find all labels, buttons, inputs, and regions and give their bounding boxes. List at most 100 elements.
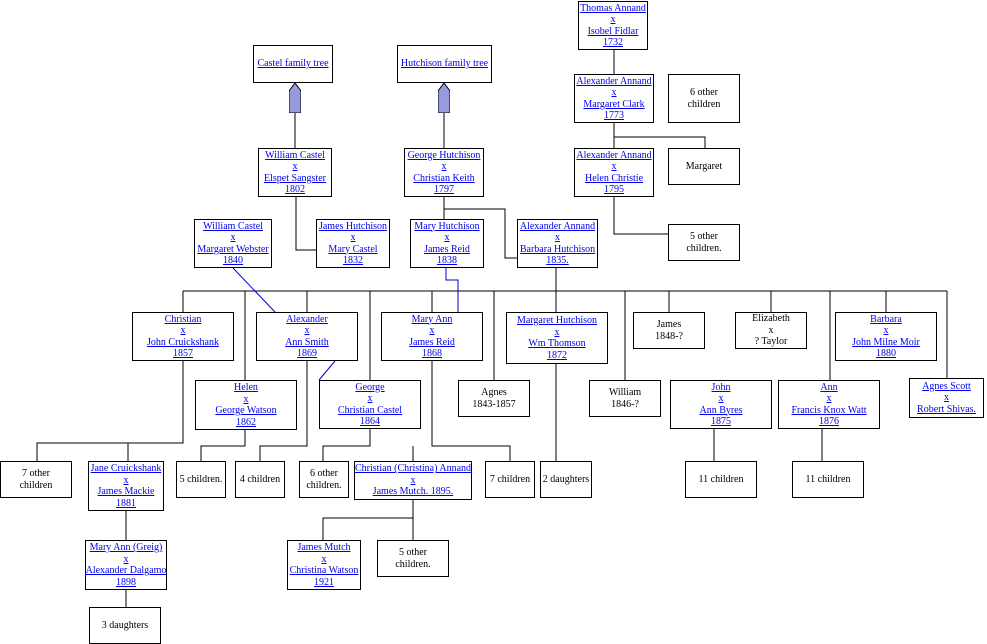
person-link-line[interactable]: Barbara Hutchison [519, 243, 596, 255]
person-link-line[interactable]: James Mutch [297, 542, 351, 553]
person-link-line[interactable]: x [410, 474, 416, 486]
person-link-line[interactable]: Margaret Webster [197, 243, 269, 255]
person-link-line[interactable]: Christian Castel [337, 404, 403, 416]
person-link-line[interactable]: Wm Thomson [528, 338, 586, 349]
person-link-line[interactable]: Christian (Christina) Annand [354, 463, 472, 475]
person-link-line[interactable]: x [123, 553, 129, 565]
person-link-line[interactable]: 1832 [343, 255, 363, 266]
person-link-line[interactable]: 1857 [173, 348, 193, 359]
person-link-line[interactable]: William Castel [265, 149, 325, 161]
person-link-line[interactable]: x [321, 553, 327, 565]
person-link-line[interactable]: Robert Shivas. [917, 403, 976, 415]
person-link-line[interactable]: 1869 [297, 348, 317, 359]
person-link-line[interactable]: Ann [820, 381, 838, 393]
person-link-line[interactable]: x [610, 14, 616, 25]
person-link-line[interactable]: Francis Knox Watt [791, 404, 867, 416]
person-link-line[interactable]: Alexander Annand [519, 220, 596, 232]
person-link-line[interactable]: 1898 [116, 576, 136, 588]
person-link-line[interactable]: x [230, 232, 236, 243]
person-link-line[interactable]: Mary Ann [411, 313, 453, 325]
person-link-line[interactable]: x [292, 161, 298, 172]
person-link-line[interactable]: James Hutchison [318, 220, 388, 232]
person-link-line[interactable]: John [711, 381, 731, 393]
person-link-line[interactable]: Ann Byres [699, 404, 743, 416]
person-link-line[interactable]: x [123, 474, 129, 486]
person-link-line[interactable]: John Milne Moir [852, 336, 920, 348]
person-box-castelTree[interactable]: Castel family tree [253, 45, 333, 83]
person-link-line[interactable]: George Hutchison [407, 149, 481, 161]
person-link-line[interactable]: 1868 [422, 348, 442, 359]
person-link-line[interactable]: x [554, 326, 560, 338]
person-link-line[interactable]: Christian [164, 313, 202, 325]
person-link-line[interactable]: 1795 [604, 184, 624, 195]
person-link-line[interactable]: 1773 [604, 110, 624, 121]
person-link-line[interactable]: Mary Castel [328, 243, 378, 255]
person-link-line[interactable]: Jane Cruickshank [90, 463, 162, 474]
person-link-line[interactable]: x [555, 232, 560, 243]
person-link-line[interactable]: x [826, 393, 832, 404]
person-link-line[interactable]: Barbara [870, 313, 902, 325]
person-box-hutchisonTree[interactable]: Hutchison family tree [397, 45, 492, 83]
person-link-line[interactable]: Alexander Dalgamo [85, 565, 167, 576]
person-link-line[interactable]: Helen Christie [584, 172, 644, 184]
person-link-line[interactable]: 1875 [711, 416, 731, 427]
person-link-line[interactable]: 1921 [314, 576, 334, 588]
person-link-line[interactable]: Elspet Sangster [264, 172, 326, 184]
person-link-line[interactable]: 1864 [360, 416, 380, 427]
person-link-line[interactable]: x [718, 393, 724, 404]
person-link-line[interactable]: x [944, 392, 949, 404]
person-link-line[interactable]: Isobel Fidlar [587, 25, 639, 37]
person-link-line[interactable]: x [611, 161, 617, 172]
person-link-line[interactable]: Helen [234, 382, 258, 393]
person-link-line[interactable]: Alexander Annand [576, 75, 652, 87]
person-link-line[interactable]: James Mackie [97, 486, 155, 497]
person-link-line[interactable]: 1838 [437, 255, 457, 266]
person-link-line[interactable]: Alexander Annand [576, 149, 652, 161]
person-link-line[interactable]: 1872 [547, 349, 567, 361]
person-link-line[interactable]: x [444, 232, 450, 243]
person-link-line[interactable]: Castel family tree [257, 58, 329, 70]
person-link-line[interactable]: Christina Watson [289, 565, 359, 576]
person-link-line[interactable]: George [355, 381, 385, 393]
person-link-line[interactable]: x [304, 325, 310, 336]
person-link-line[interactable]: Mary Ann (Greig) [89, 542, 163, 553]
person-link-line[interactable]: William Castel [203, 220, 263, 232]
person-link-line[interactable]: x [367, 393, 373, 404]
person-link-line[interactable]: James Mutch. 1895. [372, 486, 454, 498]
person-link-line[interactable]: Alexander [286, 313, 328, 325]
person-link-line[interactable]: Thomas Annand [580, 2, 646, 14]
person-link-line[interactable]: x [243, 393, 249, 405]
person-link-line[interactable]: James Reid [424, 243, 470, 255]
person-link-line[interactable]: x [350, 232, 356, 243]
person-link-line[interactable]: x [611, 87, 617, 98]
person-link-line[interactable]: x [429, 325, 435, 336]
person-link-line[interactable]: x [180, 325, 186, 336]
person-link-line[interactable]: 1835. [546, 255, 569, 266]
person-link-line[interactable]: Ann Smith [285, 336, 329, 348]
person-link-line[interactable]: 1862 [236, 416, 256, 428]
person-link-line[interactable]: George Watson [215, 405, 277, 416]
person-link-line[interactable]: 1802 [285, 184, 305, 195]
person-link-line[interactable]: 1732 [603, 37, 623, 48]
